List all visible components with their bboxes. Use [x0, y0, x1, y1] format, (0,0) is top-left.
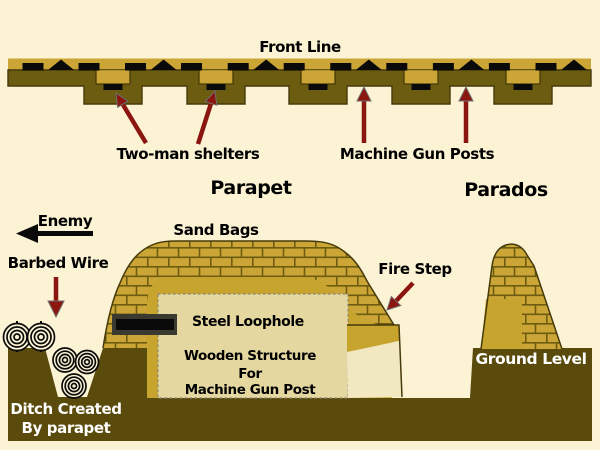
wooden-structure-line1: Wooden Structure: [183, 348, 317, 364]
enemy-label: Enemy: [37, 212, 93, 230]
machine-gun-post-arrows: [356, 85, 474, 143]
trench-top-blocks: [22, 63, 557, 71]
wooden-structure-label: Wooden Structure For Machine Gun Post: [184, 349, 316, 398]
enemy-arrow: [16, 224, 93, 243]
ditch-line2: By parapet: [21, 418, 111, 437]
ground-level-label: Ground Level: [475, 350, 587, 368]
two-man-shelters-label: Two-man shelters: [116, 145, 260, 163]
barbed-wire-coils: [2, 321, 100, 399]
fire-step-label: Fire Step: [378, 260, 452, 278]
barbed-wire-label: Barbed Wire: [7, 254, 109, 272]
fire-step-outline: [347, 324, 403, 398]
two-man-shelter-arrows: [115, 89, 218, 145]
wire-coil: [26, 322, 56, 352]
machine-gun-post-marker: [48, 59, 587, 70]
barbed-wire-arrow: [47, 277, 65, 319]
ground: [8, 348, 592, 441]
parapet-title: Parapet: [210, 177, 292, 199]
parados-title: Parados: [464, 179, 548, 201]
front-line-olive-band: [7, 69, 592, 105]
wire-coil: [74, 349, 100, 375]
wire-coil: [61, 373, 87, 399]
wire-coil: [52, 347, 78, 373]
wire-coil: [2, 322, 32, 352]
steel-loophole-label: Steel Loophole: [192, 314, 304, 330]
ditch-line1: Ditch Created: [10, 400, 122, 418]
wooden-structure-line3: Machine Gun Post: [184, 381, 316, 398]
trench-cross-section: [2, 224, 592, 441]
steel-loophole: [112, 314, 177, 335]
firebay-notches: [95, 70, 541, 85]
front-line-trench: [7, 58, 592, 145]
fire-step-arrow: [386, 281, 415, 311]
shelter-marker: [103, 84, 533, 90]
wooden-structure-line2: For: [238, 365, 262, 382]
wooden-structure-box: [157, 293, 349, 399]
machine-gun-posts-label: Machine Gun Posts: [339, 145, 495, 163]
front-line-title: Front Line: [259, 38, 341, 56]
parapet-outline: [102, 240, 395, 349]
fire-step-block: [347, 341, 402, 398]
sand-bags-label: Sand Bags: [173, 221, 259, 239]
fire-step-gold: [347, 325, 399, 352]
ditch-label: Ditch Created By parapet: [10, 400, 122, 437]
parados-inner: [481, 299, 522, 349]
parados-outline: [480, 243, 563, 350]
